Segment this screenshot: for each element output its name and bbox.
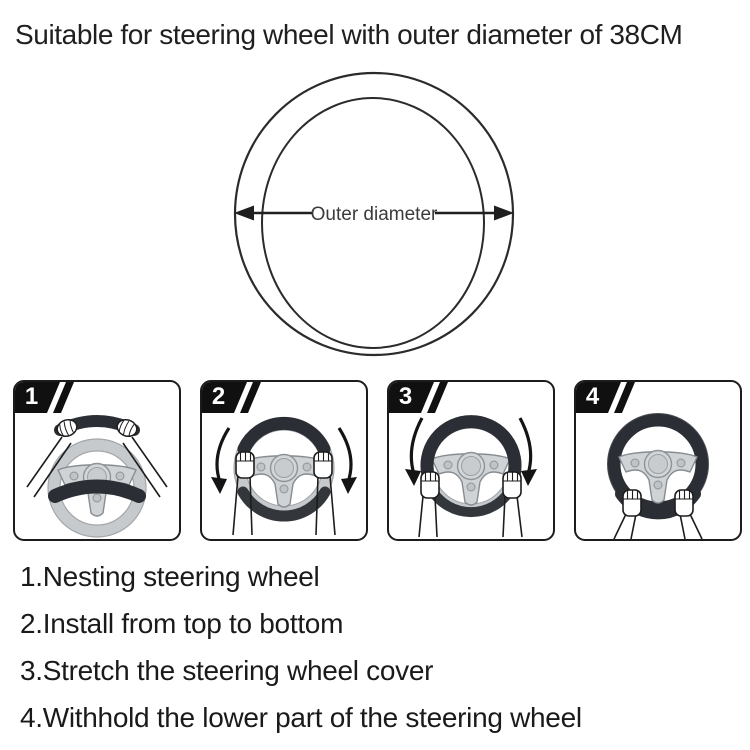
step-panel-1: 1 [13,380,181,541]
arm-lines [232,475,336,536]
instruction-list: 1.Nesting steering wheel 2.Install from … [20,553,582,741]
outer-diameter-diagram: Outer diameter [233,71,515,357]
badge-ribbon-icon [15,382,74,413]
left-hand-icon [622,489,642,517]
right-hand-icon [502,471,522,499]
step-badge: 2 [202,382,264,413]
wheel-outer-circle [233,71,515,357]
arm-lines [613,513,703,539]
installation-steps: 1 [13,380,742,541]
left-hand-icon [235,451,255,479]
curved-arrow-down-icon [405,417,537,486]
step-number: 4 [585,383,600,410]
badge-ribbon-icon [389,382,448,413]
step-badge: 4 [576,382,638,413]
diameter-arrow-icon [234,205,514,221]
page-title: Suitable for steering wheel with outer d… [15,19,683,50]
step-number: 3 [398,383,413,410]
step-4-illustration [607,413,709,539]
badge-ribbon-icon [202,382,261,413]
instruction-line-2: 2.Install from top to bottom [20,608,344,639]
diameter-label: Outer diameter [311,204,438,225]
step-1-illustration [26,415,168,538]
wheel-inner-circle [261,97,485,349]
step-panel-4: 4 [574,380,742,541]
steering-wheel-icon [420,415,522,518]
instruction-line-3: 3.Stretch the steering wheel cover [20,655,434,686]
step-number: 1 [24,383,39,410]
right-hand-icon [674,489,694,517]
step-panel-3: 3 [387,380,555,541]
curved-arrow-down-icon [211,427,357,494]
badge-ribbon-icon [576,382,635,413]
step-badge: 3 [389,382,451,413]
step-panel-2: 2 [200,380,368,541]
steering-wheel-icon [47,415,147,538]
arm-lines [418,495,523,538]
right-hand-icon [313,451,333,479]
step-2-illustration [211,416,357,536]
step-3-illustration [405,415,537,538]
instruction-line-1: 1.Nesting steering wheel [20,561,320,592]
arm-lines [26,436,168,498]
left-hand-icon [420,471,440,499]
instruction-line-4: 4.Withhold the lower part of the steerin… [20,702,582,733]
step-badge: 1 [15,382,77,413]
step-number: 2 [211,383,226,410]
